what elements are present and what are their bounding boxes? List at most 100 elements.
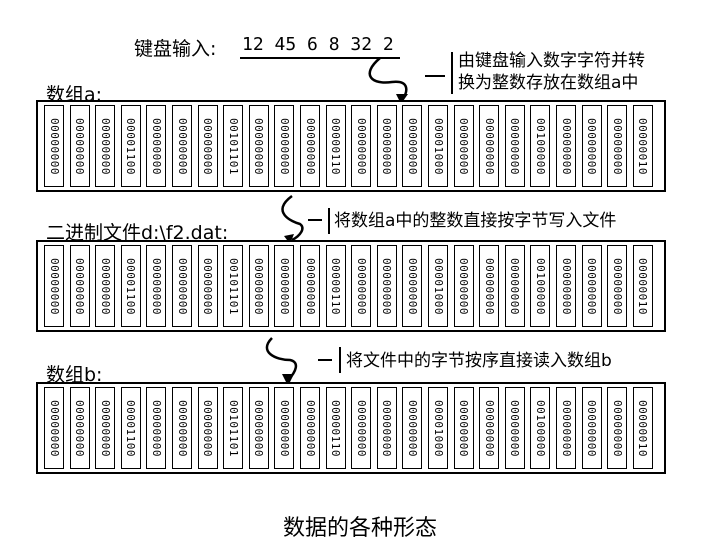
byte-value: 00000000 [380, 399, 394, 457]
byte-cell: 00000000 [479, 245, 500, 327]
byte-cell: 00000000 [453, 387, 474, 469]
byte-cell: 00000000 [274, 245, 295, 327]
byte-cell: 00000000 [146, 105, 167, 187]
byte-cell: 00001100 [120, 387, 141, 469]
byte-value: 00000000 [354, 399, 368, 457]
note-1-line-2: 换为整数存放在数组a中 [458, 73, 639, 93]
byte-value: 00000000 [47, 117, 61, 175]
byte-cell: 00000000 [351, 105, 372, 187]
byte-value: 00000000 [175, 257, 189, 315]
byte-value: 00000000 [149, 399, 163, 457]
byte-cell: 00000000 [504, 245, 525, 327]
byte-value: 00000000 [482, 257, 496, 315]
byte-value: 00100000 [533, 399, 547, 457]
byte-cell: 00000000 [556, 105, 576, 187]
byte-value: 00000010 [636, 257, 650, 315]
byte-value: 00000000 [73, 399, 87, 457]
byte-value: 00000000 [98, 399, 112, 457]
byte-cell: 00000000 [581, 387, 602, 469]
byte-cell: 00000000 [556, 245, 576, 327]
byte-cell: 00001100 [120, 105, 141, 187]
byte-cell: 00000000 [402, 245, 423, 327]
byte-value: 00000000 [482, 399, 496, 457]
byte-cell: 00000110 [325, 245, 346, 327]
byte-cell: 00101101 [223, 245, 244, 327]
byte-value: 00000000 [201, 399, 215, 457]
byte-cell: 00000000 [95, 387, 116, 469]
byte-cell: 00000000 [300, 245, 320, 327]
byte-cell: 00000000 [607, 245, 628, 327]
byte-cell: 00000000 [69, 387, 90, 469]
byte-value: 00000010 [636, 399, 650, 457]
byte-cell: 00000000 [300, 387, 320, 469]
byte-cell: 00000000 [376, 245, 397, 327]
byte-value: 00100000 [533, 117, 547, 175]
byte-value: 00000000 [559, 257, 573, 315]
byte-cell: 00000000 [44, 105, 64, 187]
byte-cell: 00000000 [479, 387, 500, 469]
byte-value: 00000010 [636, 117, 650, 175]
byte-cell: 00001000 [428, 387, 448, 469]
byte-cell: 00000000 [172, 245, 192, 327]
byte-value: 00000000 [457, 399, 471, 457]
byte-value: 00000000 [98, 117, 112, 175]
byte-cell: 00000000 [172, 105, 192, 187]
byte-value: 00000000 [508, 257, 522, 315]
note-1-line-1: 由键盘输入数字字符并转 [458, 51, 645, 71]
byte-cell: 00000010 [632, 245, 653, 327]
byte-value: 00000000 [610, 399, 624, 457]
byte-cell: 00000010 [632, 105, 653, 187]
byte-value: 00100000 [533, 257, 547, 315]
byte-cell: 00000000 [479, 105, 500, 187]
byte-cell: 00000000 [300, 105, 320, 187]
byte-cell: 00000000 [504, 105, 525, 187]
byte-value: 00001100 [124, 257, 138, 315]
byte-value: 00000000 [610, 257, 624, 315]
byte-cell: 00001100 [120, 245, 141, 327]
byte-cell: 00001000 [428, 105, 448, 187]
byte-value: 00000000 [380, 257, 394, 315]
byte-cell: 00000000 [607, 105, 628, 187]
byte-cell: 00000000 [376, 105, 397, 187]
byte-cell: 00000000 [376, 387, 397, 469]
byte-value: 00000110 [329, 117, 343, 175]
byte-value: 00000000 [47, 257, 61, 315]
byte-cell: 00000000 [248, 387, 269, 469]
byte-value: 00000000 [73, 257, 87, 315]
byte-value: 00000000 [457, 257, 471, 315]
byte-value: 00000000 [508, 117, 522, 175]
byte-value: 00001000 [431, 257, 445, 315]
byte-value: 00000000 [508, 399, 522, 457]
byte-cell: 00000000 [197, 105, 218, 187]
byte-value: 00001000 [431, 399, 445, 457]
byte-value: 00000000 [175, 117, 189, 175]
byte-value: 00000000 [559, 399, 573, 457]
byte-cell: 00000010 [632, 387, 653, 469]
byte-value: 00101101 [226, 257, 240, 315]
byte-cell: 00000000 [402, 387, 423, 469]
footer-title: 数据的各种形态 [282, 516, 437, 541]
note-2: 将数组a中的整数直接按字节写入文件 [334, 211, 617, 231]
byte-cell: 00000000 [197, 387, 218, 469]
byte-cell: 00000000 [248, 245, 269, 327]
byte-cell: 00000110 [325, 387, 346, 469]
byte-cell: 00101101 [223, 387, 244, 469]
byte-cell: 00000000 [69, 105, 90, 187]
byte-cell: 00000000 [146, 245, 167, 327]
byte-value: 00001100 [124, 117, 138, 175]
byte-value: 00000000 [585, 117, 599, 175]
byte-value: 00000000 [585, 399, 599, 457]
byte-cell: 00000000 [95, 105, 116, 187]
note-3: 将文件中的字节按序直接读入数组b [346, 351, 612, 371]
byte-cell: 00000000 [351, 387, 372, 469]
byte-value: 00000110 [329, 257, 343, 315]
byte-value: 00000000 [303, 117, 317, 175]
byte-value: 00000000 [559, 117, 573, 175]
byte-value: 00000000 [354, 257, 368, 315]
byte-value: 00000000 [277, 399, 291, 457]
byte-cell: 00000000 [453, 245, 474, 327]
byte-value: 00000000 [252, 399, 266, 457]
byte-value: 00000000 [175, 399, 189, 457]
